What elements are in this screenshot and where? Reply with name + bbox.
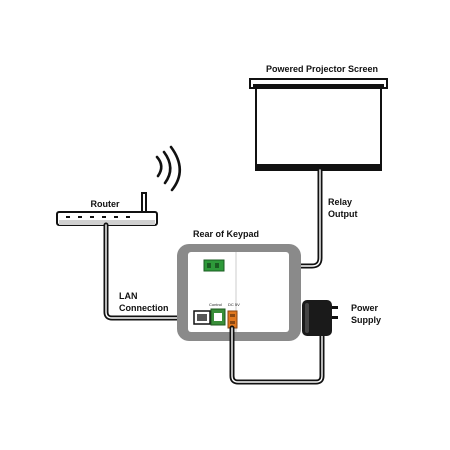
projector-screen-label: Powered Projector Screen xyxy=(266,64,378,74)
dc-port-label: DC 5V xyxy=(228,302,240,307)
power-terminal xyxy=(227,310,238,329)
lan-label-line1: LAN xyxy=(119,291,138,301)
keypad-label: Rear of Keypad xyxy=(193,229,259,239)
power-adapter-icon xyxy=(302,300,338,336)
relay-output-label-line1: Relay xyxy=(328,197,352,207)
router-label: Router xyxy=(91,199,120,209)
relay-output-label-line2: Output xyxy=(328,209,358,219)
projector-screen-icon xyxy=(249,78,388,171)
relay-terminal xyxy=(203,259,225,272)
lan-label-line2: Connection xyxy=(119,303,169,313)
rj45-port xyxy=(193,308,226,326)
wifi-signal-icon xyxy=(155,145,182,192)
keypad-icon xyxy=(177,244,301,341)
control-port-label: Control xyxy=(209,302,222,307)
power-supply-label-line1: Power xyxy=(351,303,379,313)
router-icon xyxy=(56,192,158,226)
power-supply-label-line2: Supply xyxy=(351,315,381,325)
